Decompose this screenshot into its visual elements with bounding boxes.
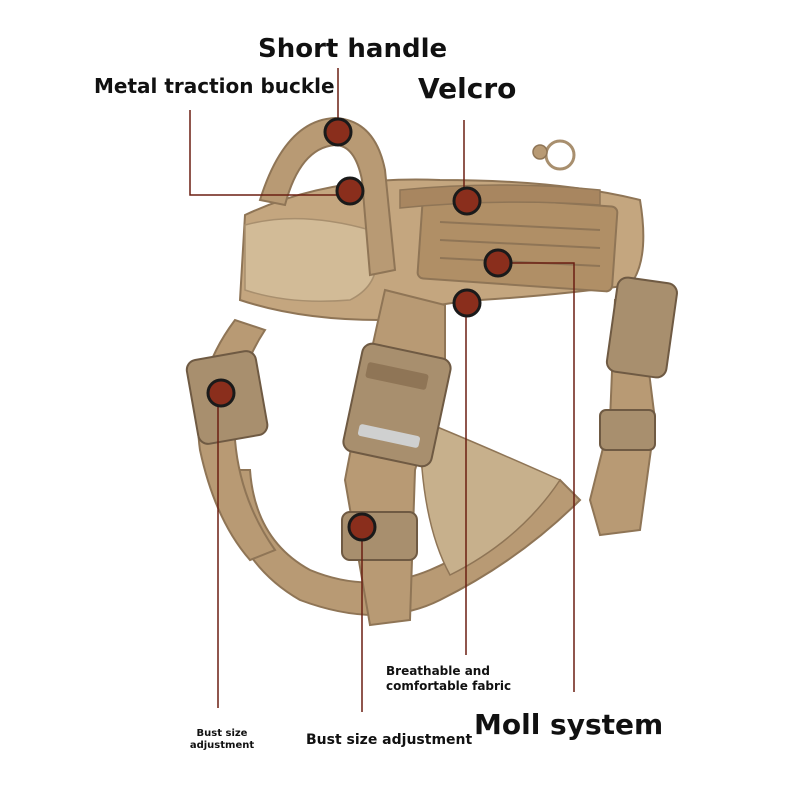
label-bust-left-line2: adjustment: [189, 740, 255, 751]
marker-breathable: [452, 288, 482, 318]
label-short-handle: Short handle: [258, 34, 448, 64]
leader-metal-buckle: [189, 110, 350, 196]
label-velcro: Velcro: [418, 72, 517, 105]
label-breathable-line1: Breathable and: [386, 664, 490, 678]
marker-moll: [483, 248, 513, 278]
label-bust-size-adjustment: Bust size adjustment: [306, 732, 473, 748]
label-bust-size-left: Bust size adjustment: [186, 728, 258, 752]
leader-moll: [498, 262, 575, 692]
label-bust-left-line1: Bust size: [196, 728, 248, 739]
marker-short-handle: [323, 117, 353, 147]
label-breathable-fabric: Breathable and comfortable fabric: [386, 664, 511, 694]
label-breathable-line2: comfortable fabric: [386, 679, 512, 693]
label-moll-system: Moll system: [474, 708, 664, 741]
marker-bust-left: [206, 378, 236, 408]
marker-bust-front: [347, 512, 377, 542]
leader-lines: [189, 68, 575, 712]
callout-markers: [206, 117, 513, 542]
marker-metal-buckle: [335, 176, 365, 206]
label-metal-traction-buckle: Metal traction buckle: [94, 74, 335, 98]
tactical-dog-harness: [185, 116, 678, 627]
marker-velcro: [452, 186, 482, 216]
